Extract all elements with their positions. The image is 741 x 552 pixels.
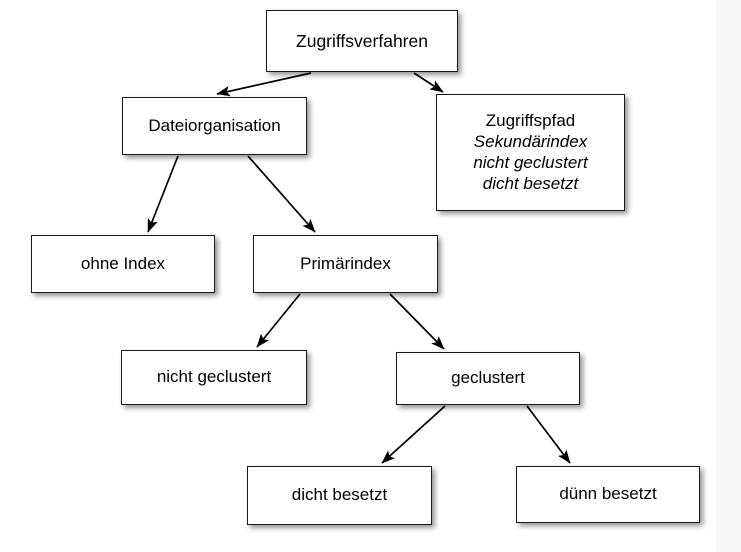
node-ohne-index[interactable]: ohne Index [31,235,215,293]
node-label: Zugriffspfad [485,110,576,130]
node-zugriffsverfahren[interactable]: Zugriffsverfahren [266,10,458,72]
node-primaerindex[interactable]: Primärindex [253,235,438,293]
node-label: geclustert [451,368,525,388]
edge-dateiorganisation-to-primaerindex [247,155,316,233]
node-label: nicht geclustert [156,367,272,387]
node-label: Dateiorganisation [148,115,281,135]
node-label: ohne Index [80,253,166,273]
node-label: Zugriffsverfahren [296,30,428,51]
node-geclustert[interactable]: geclustert [396,352,580,405]
right-margin-strip [716,0,741,552]
edge-zugriffsverfahren-to-zugriffspfad [413,72,444,93]
edge-geclustert-to-dicht-besetzt [381,405,446,464]
node-label: dicht besetzt [482,174,579,194]
edge-dateiorganisation-to-ohne-index [147,155,179,233]
node-label: dicht besetzt [291,485,388,505]
node-label: Sekundärindex [473,131,588,151]
node-label: dünn besetzt [559,484,657,504]
edge-primaerindex-to-geclustert [389,293,445,350]
node-nicht-geclustert[interactable]: nicht geclustert [121,350,307,405]
node-label: Primärindex [300,253,391,273]
node-dicht-besetzt[interactable]: dicht besetzt [247,466,432,525]
edge-geclustert-to-duenn-besetzt [526,405,571,464]
node-duenn-besetzt[interactable]: dünn besetzt [516,466,700,523]
edge-zugriffsverfahren-to-dateiorganisation [216,72,312,97]
node-label: nicht geclustert [473,153,588,172]
node-dateiorganisation[interactable]: Dateiorganisation [122,97,307,155]
edge-primaerindex-to-nicht-geclustert [256,293,301,348]
